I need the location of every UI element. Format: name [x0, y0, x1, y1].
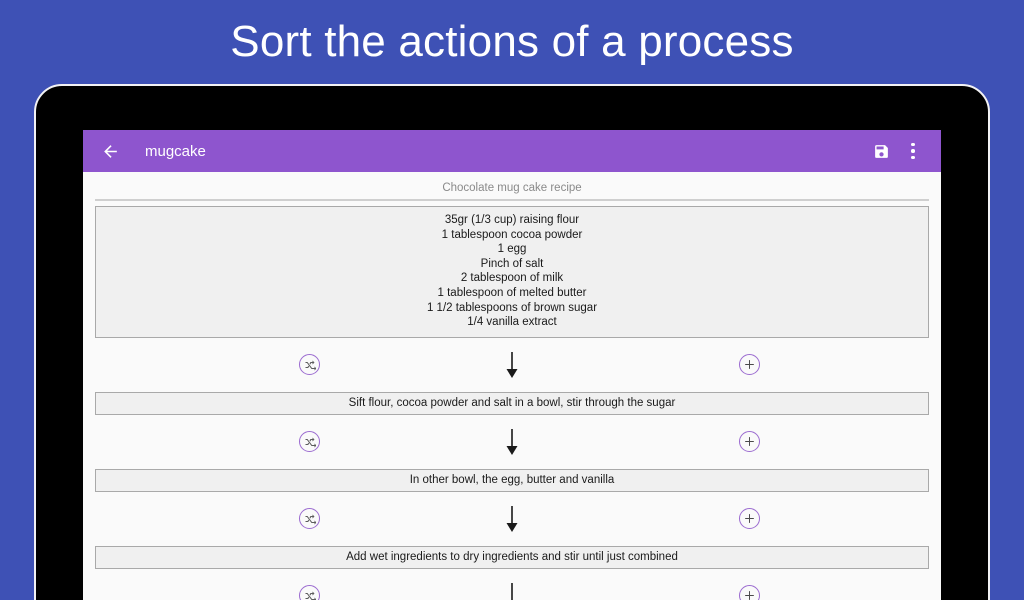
ingredient-line: 1/4 vanilla extract [467, 316, 557, 329]
step-text: Sift flour, cocoa powder and salt in a b… [348, 397, 676, 410]
app-bar-title: mugcake [145, 142, 206, 160]
ingredients-box[interactable]: 35gr (1/3 cup) raising flour 1 tablespoo… [95, 206, 929, 338]
plus-circle-icon [745, 591, 754, 600]
shuffle-icon [305, 437, 316, 448]
overflow-menu-button[interactable] [897, 135, 929, 167]
connector-row [95, 492, 929, 546]
tablet-device-frame: mugcake Chocolate mug cake recipe 35gr (… [34, 84, 990, 600]
ingredient-line: 1 1/2 tablespoons of brown sugar [426, 301, 598, 314]
arrow-down-icon [506, 351, 518, 378]
arrow-down-icon [506, 428, 518, 455]
shuffle-button[interactable] [299, 585, 321, 600]
overflow-dot [911, 142, 915, 147]
flow-arrow [503, 504, 521, 534]
arrow-back-icon [103, 144, 117, 158]
add-step-button[interactable] [738, 585, 760, 600]
add-step-button[interactable] [738, 508, 760, 530]
step-row[interactable]: Add wet ingredients to dry ingredients a… [95, 545, 929, 569]
plus-circle-icon [745, 514, 754, 524]
flow-arrow [503, 350, 521, 380]
plus-circle-icon [745, 437, 754, 447]
step-row[interactable]: Sift flour, cocoa powder and salt in a b… [95, 391, 929, 415]
connector-row [95, 338, 929, 392]
step-row[interactable]: In other bowl, the egg, butter and vanil… [95, 468, 929, 492]
ingredient-line: 35gr (1/3 cup) raising flour [444, 214, 580, 226]
shuffle-icon [305, 591, 316, 600]
connector-row [95, 569, 929, 600]
flow-arrow [503, 581, 521, 600]
shuffle-icon [305, 514, 316, 525]
save-floppy-icon [874, 144, 888, 158]
shuffle-button[interactable] [299, 508, 321, 530]
add-step-button[interactable] [738, 431, 760, 453]
shuffle-button[interactable] [299, 431, 321, 453]
shuffle-icon [305, 360, 316, 371]
overflow-dot [911, 155, 915, 160]
ingredient-line: 1 tablespoon cocoa powder [441, 228, 583, 241]
step-text: Add wet ingredients to dry ingredients a… [346, 551, 678, 564]
ingredient-line: 1 egg [497, 243, 527, 256]
connector-row [95, 415, 929, 469]
recipe-content: Chocolate mug cake recipe 35gr (1/3 cup)… [83, 172, 941, 600]
flow-arrow [503, 427, 521, 457]
plus-circle-icon [745, 360, 754, 370]
add-step-button[interactable] [738, 354, 760, 376]
recipe-title: Chocolate mug cake recipe [95, 178, 929, 201]
ingredient-line: 1 tablespoon of melted butter [437, 286, 587, 299]
save-button[interactable] [865, 135, 897, 167]
step-text: In other bowl, the egg, butter and vanil… [409, 474, 615, 487]
shuffle-button[interactable] [299, 354, 321, 376]
ingredient-line: Pinch of salt [480, 257, 544, 270]
promo-headline: Sort the actions of a process [230, 17, 794, 66]
arrow-down-icon [506, 582, 518, 600]
arrow-down-icon [506, 505, 518, 532]
app-bar: mugcake [83, 130, 941, 172]
overflow-dot [911, 149, 915, 153]
ingredient-line: 2 tablespoon of milk [460, 272, 564, 285]
back-button[interactable] [95, 136, 125, 166]
tablet-screen: mugcake Chocolate mug cake recipe 35gr (… [83, 130, 941, 600]
